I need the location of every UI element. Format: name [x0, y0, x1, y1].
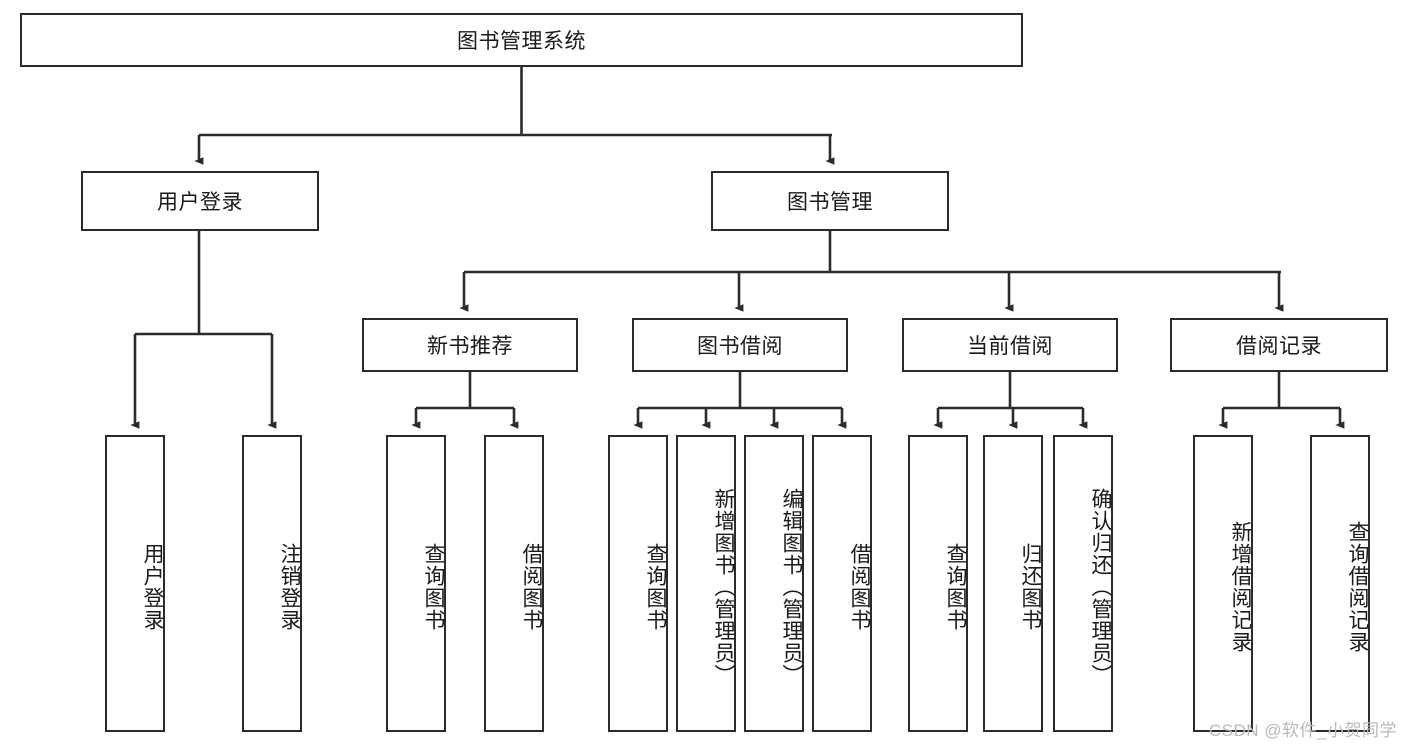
node-leaf-user-logout-label: 注销登录: [278, 542, 301, 631]
node-leaf-query-book-cur-label: 查询图书: [944, 542, 967, 631]
node-leaf-user-logout[interactable]: 注销登录: [242, 435, 302, 732]
node-book-borrow-label: 图书借阅: [697, 335, 783, 358]
node-leaf-return-book-label: 归还图书: [1019, 542, 1042, 631]
node-current-borrow-label: 当前借阅: [967, 335, 1053, 358]
watermark: CSDN @软件_小贺同学: [1208, 721, 1397, 740]
node-leaf-borrow-book-rec-label: 借阅图书: [520, 542, 543, 631]
node-leaf-confirm-return-label: 确认归还（管理员）: [1089, 487, 1112, 686]
node-leaf-borrow-book-rec[interactable]: 借阅图书: [484, 435, 544, 732]
node-borrow-record-label: 借阅记录: [1236, 335, 1322, 358]
node-root-label: 图书管理系统: [457, 30, 586, 53]
node-book-borrow[interactable]: 图书借阅: [632, 318, 848, 372]
node-new-book-recommend-label: 新书推荐: [427, 335, 513, 358]
node-book-manage[interactable]: 图书管理: [711, 171, 949, 231]
node-leaf-query-book-borrow-label: 查询图书: [644, 542, 667, 631]
node-new-book-recommend[interactable]: 新书推荐: [362, 318, 578, 372]
node-leaf-query-book-rec[interactable]: 查询图书: [386, 435, 446, 732]
node-leaf-edit-book-label: 编辑图书（管理员）: [780, 487, 803, 686]
node-leaf-borrow-book-label: 借阅图书: [848, 542, 871, 631]
node-leaf-query-book-cur[interactable]: 查询图书: [908, 435, 968, 732]
node-leaf-query-book-borrow[interactable]: 查询图书: [608, 435, 668, 732]
node-leaf-return-book[interactable]: 归还图书: [983, 435, 1043, 732]
node-leaf-query-record-label: 查询借阅记录: [1346, 520, 1369, 653]
node-user-login-label: 用户登录: [157, 191, 243, 214]
node-leaf-query-book-rec-label: 查询图书: [422, 542, 445, 631]
node-leaf-add-record[interactable]: 新增借阅记录: [1193, 435, 1253, 732]
node-root[interactable]: 图书管理系统: [20, 13, 1023, 67]
node-leaf-edit-book[interactable]: 编辑图书（管理员）: [744, 435, 804, 732]
node-current-borrow[interactable]: 当前借阅: [902, 318, 1118, 372]
node-leaf-add-book[interactable]: 新增图书（管理员）: [676, 435, 736, 732]
node-book-manage-label: 图书管理: [787, 191, 873, 214]
node-leaf-user-login[interactable]: 用户登录: [105, 435, 165, 732]
node-leaf-confirm-return[interactable]: 确认归还（管理员）: [1053, 435, 1113, 732]
node-user-login[interactable]: 用户登录: [81, 171, 319, 231]
node-leaf-borrow-book[interactable]: 借阅图书: [812, 435, 872, 732]
node-leaf-add-book-label: 新增图书（管理员）: [712, 487, 735, 686]
node-leaf-query-record[interactable]: 查询借阅记录: [1310, 435, 1370, 732]
node-leaf-add-record-label: 新增借阅记录: [1229, 520, 1252, 653]
node-borrow-record[interactable]: 借阅记录: [1170, 318, 1388, 372]
node-leaf-user-login-label: 用户登录: [141, 542, 164, 631]
